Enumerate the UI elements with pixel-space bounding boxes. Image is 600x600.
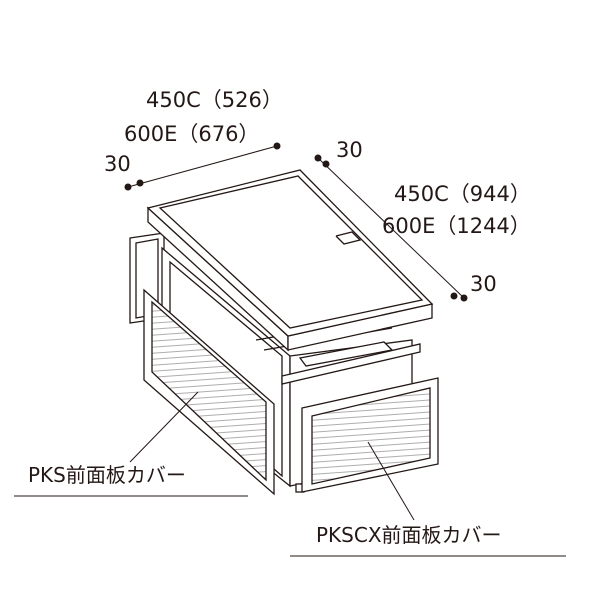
label-pks-cover: PKS前面板カバー bbox=[28, 463, 186, 487]
dimension-margin-right-top: 30 bbox=[336, 138, 363, 162]
dimension-margin-right-bottom: 30 bbox=[470, 272, 497, 296]
leader-lines bbox=[14, 391, 566, 557]
top-lid bbox=[146, 169, 434, 352]
dimension-lines bbox=[124, 142, 468, 302]
left-front-cover bbox=[143, 288, 275, 496]
dimension-width-600e: 600E（676） bbox=[124, 122, 260, 146]
dimension-margin-left: 30 bbox=[104, 152, 131, 176]
dimension-depth-450c: 450C（944） bbox=[394, 182, 531, 206]
right-front-cover bbox=[301, 377, 439, 493]
label-pkscx-cover: PKSCX前面板カバー bbox=[316, 523, 502, 547]
dimension-depth-600e: 600E（1244） bbox=[382, 214, 531, 238]
dimension-width-450c: 450C（526） bbox=[146, 88, 283, 112]
